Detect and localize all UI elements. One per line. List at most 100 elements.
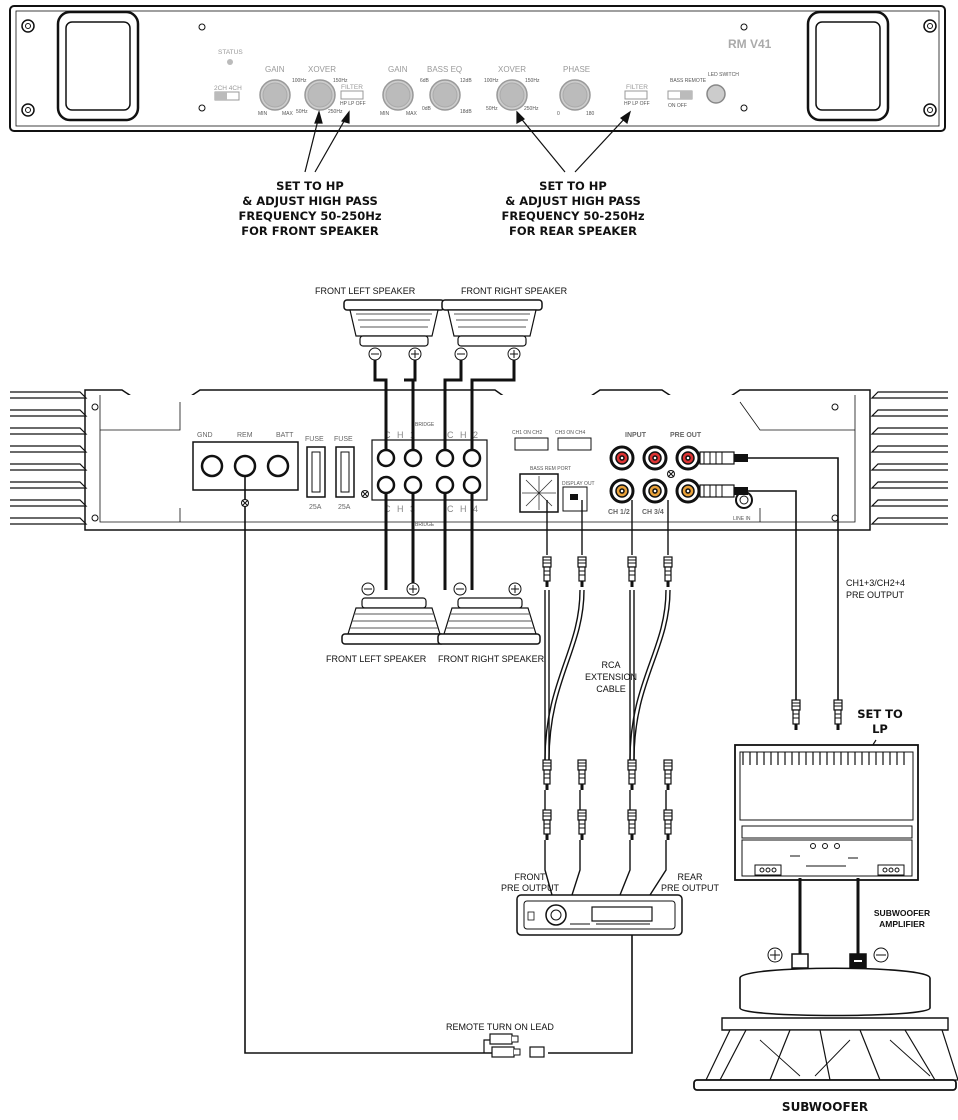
bass-remote-label: BASS REMOTE <box>670 78 707 84</box>
bottom-right-speaker <box>437 597 541 645</box>
ch3-label: C H 3 <box>384 504 417 514</box>
gain2-max: MAX <box>406 111 418 117</box>
speaker-wires <box>373 360 516 590</box>
xover1-knob[interactable] <box>304 79 336 111</box>
filter2-label: FILTER <box>626 84 648 91</box>
bass-remote-opts: ON OFF <box>668 103 687 109</box>
top-speaker-terminals <box>368 347 521 361</box>
filter2-switch[interactable] <box>624 90 648 100</box>
front-pre-label-1: FRONT <box>515 872 546 882</box>
filter1-switch[interactable] <box>340 90 364 100</box>
rca-cables <box>544 500 671 896</box>
preout-cables <box>748 457 839 700</box>
ch12-label: CH 1/2 <box>608 509 630 516</box>
rear-callout: SET TO HP & ADJUST HIGH PASS FREQUENCY 5… <box>501 179 644 238</box>
bass-eq-6: 6dB <box>420 78 430 84</box>
bottom-left-speaker-label: FRONT LEFT SPEAKER <box>326 654 427 664</box>
bottom-left-speaker <box>341 597 445 645</box>
rear-callout-line3: FREQUENCY 50-250Hz <box>501 209 644 223</box>
rear-callout-line2: & ADJUST HIGH PASS <box>505 194 641 208</box>
bass-eq-0: 0dB <box>422 106 432 112</box>
sub-amp-label: SUBWOOFER AMPLIFIER <box>874 908 930 929</box>
bass-eq-12: 12dB <box>460 78 472 84</box>
front-callout-line2: & ADJUST HIGH PASS <box>242 194 378 208</box>
rear-pre-label-2: PRE OUTPUT <box>661 883 720 893</box>
xover2-100: 100Hz <box>484 78 499 84</box>
bass-eq-label: BASS EQ <box>427 65 462 74</box>
batt-label: BATT <box>276 432 294 439</box>
bass-rem-port-label: BASS REM PORT <box>530 466 571 472</box>
ch3-pos-terminal[interactable] <box>403 475 423 495</box>
rca-label-3: CABLE <box>596 684 626 694</box>
front-callout-line3: FREQUENCY 50-250Hz <box>238 209 381 223</box>
pre-out-label: PRE OUT <box>670 432 702 439</box>
ch2-neg-terminal[interactable] <box>435 448 455 468</box>
phase-0: 0 <box>557 111 560 117</box>
ch-switch-label: 2CH 4CH <box>214 85 242 92</box>
xover2-50: 50Hz <box>486 106 498 112</box>
rca-labels: RCA EXTENSION CABLE <box>585 660 637 694</box>
bridge-bottom-label: BRIDGE <box>415 522 435 528</box>
remote-wire <box>241 476 633 1054</box>
top-left-speaker <box>343 299 445 347</box>
xover2-150: 150Hz <box>525 78 540 84</box>
gain2-knob[interactable] <box>382 79 414 111</box>
model-label: RM V41 <box>728 37 772 51</box>
subwoofer: + <box>693 947 958 1091</box>
batt-terminal[interactable] <box>266 454 290 478</box>
xover2-250: 250Hz <box>524 106 539 112</box>
fuses: FUSE FUSE 25A 25A <box>305 436 355 511</box>
dip1-label: CH1 ON CH2 <box>512 430 543 436</box>
front-callout-line1: SET TO HP <box>276 179 344 193</box>
top-right-speaker <box>441 299 543 347</box>
gnd-terminal[interactable] <box>200 454 224 478</box>
bass-eq-knob[interactable] <box>429 79 461 111</box>
ch2-label: C H 2 <box>447 430 480 440</box>
gain1-label: GAIN <box>265 65 285 74</box>
ch34-label: CH 3/4 <box>642 509 664 516</box>
ch1-neg-terminal[interactable] <box>376 448 396 468</box>
front-callout: SET TO HP & ADJUST HIGH PASS FREQUENCY 5… <box>238 179 381 238</box>
dip-switch-1[interactable] <box>514 437 549 451</box>
power-terminals: GND REM BATT <box>192 432 299 491</box>
dip-switches: CH1 ON CH2 CH3 ON CH4 BASS REM PORT DISP… <box>512 430 595 513</box>
ch1-pos-terminal[interactable] <box>403 448 423 468</box>
xover1-label: XOVER <box>308 65 336 74</box>
preout-label: CH1+3/CH2+4 PRE OUTPUT <box>846 578 905 600</box>
xover2-knob[interactable] <box>496 79 528 111</box>
bridge-top-label: BRIDGE <box>415 422 435 428</box>
phase-label: PHASE <box>563 65 590 74</box>
phase-knob[interactable] <box>559 79 591 111</box>
ch2-pos-terminal[interactable] <box>462 448 482 468</box>
ch4-pos-terminal[interactable] <box>462 475 482 495</box>
ch3-neg-terminal[interactable] <box>376 475 396 495</box>
xover1-150: 150Hz <box>333 78 348 84</box>
dip-switch-2[interactable] <box>557 437 592 451</box>
ch1-label: C H 1 <box>384 430 417 440</box>
bottom-right-speaker-label: FRONT RIGHT SPEAKER <box>438 654 545 664</box>
set-lp-line1: SET TO <box>857 707 903 721</box>
gain1-knob[interactable] <box>259 79 291 111</box>
preout-label-2: PRE OUTPUT <box>846 590 905 600</box>
heatsink-left <box>10 391 88 525</box>
ch4-neg-terminal[interactable] <box>435 475 455 495</box>
remote-connector <box>483 1033 545 1058</box>
sub-amp-label-1: SUBWOOFER <box>874 908 930 918</box>
led-switch-button[interactable] <box>706 84 726 104</box>
set-lp-line2: LP <box>872 722 888 736</box>
top-left-speaker-label: FRONT LEFT SPEAKER <box>315 286 416 296</box>
rca-label-1: RCA <box>601 660 620 670</box>
sub-amp-label-2: AMPLIFIER <box>879 919 925 929</box>
gain1-min: MIN <box>258 111 268 117</box>
line-in-label: LINE IN <box>733 516 751 522</box>
rear-pre-label-1: REAR <box>677 872 703 882</box>
xover1-250: 250Hz <box>328 109 343 115</box>
preout-label-1: CH1+3/CH2+4 <box>846 578 905 588</box>
led-switch-label: LED SWITCH <box>708 72 739 78</box>
heatsink-right <box>870 391 948 525</box>
filter2-opts: HP LP OFF <box>624 101 650 107</box>
front-pre-label-2: PRE OUTPUT <box>501 883 560 893</box>
xover2-label: XOVER <box>498 65 526 74</box>
rem-terminal[interactable] <box>233 454 257 478</box>
subwoofer-label: SUBWOOFER <box>782 1100 868 1114</box>
